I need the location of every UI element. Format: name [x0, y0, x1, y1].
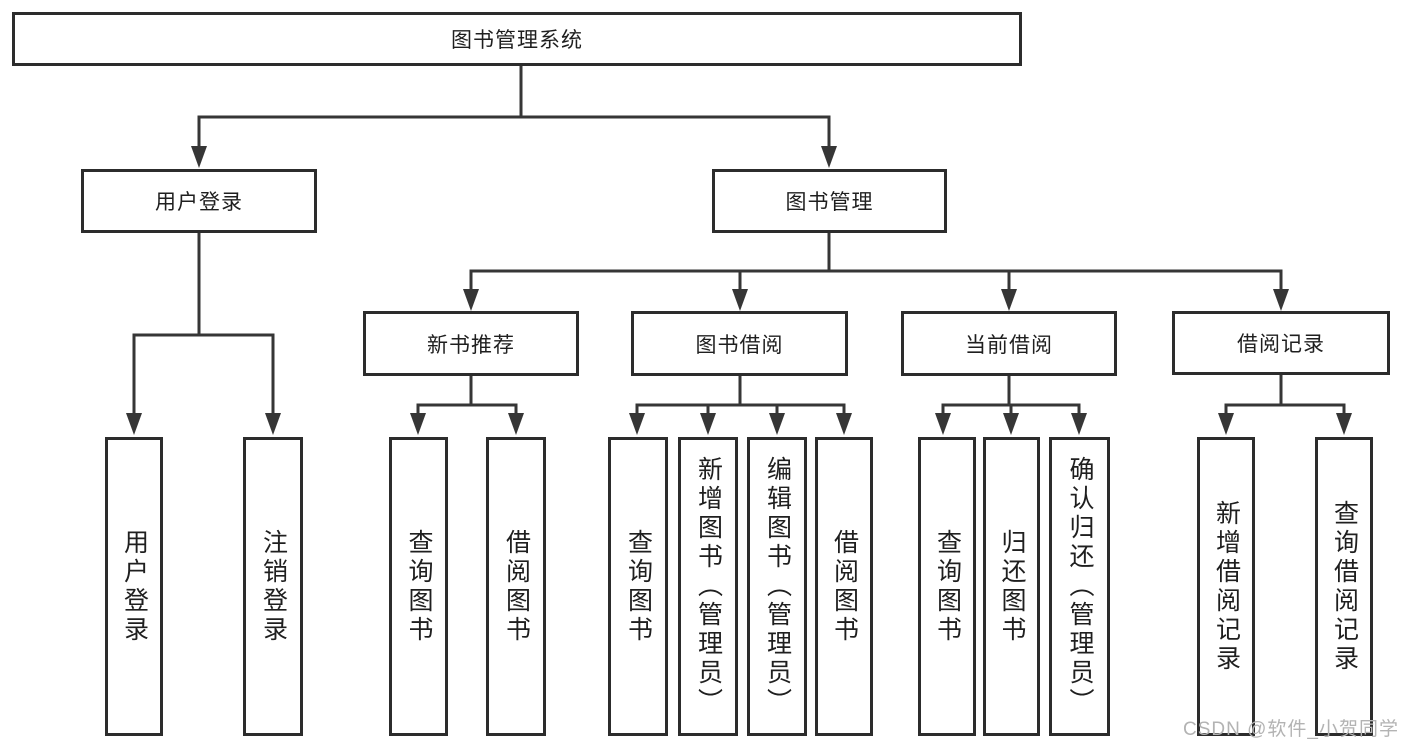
leaf-label: 查询图书	[933, 528, 962, 645]
leaf-edit-books-admin: 编辑图书（管理员）	[747, 437, 807, 736]
node-book-borrowing: 图书借阅	[631, 311, 848, 376]
node-library-system: 图书管理系统	[12, 12, 1022, 66]
leaf-borrow-books-1: 借阅图书	[486, 437, 546, 736]
leaf-label: 查询图书	[624, 528, 653, 645]
leaf-label: 新增借阅记录	[1212, 499, 1241, 674]
leaf-query-books-1: 查询图书	[389, 437, 448, 736]
leaf-label: 确认归还（管理员）	[1066, 456, 1094, 717]
node-borrow-records: 借阅记录	[1172, 311, 1390, 375]
node-user-login: 用户登录	[81, 169, 317, 233]
node-book-management: 图书管理	[712, 169, 947, 233]
node-current-borrowing: 当前借阅	[901, 311, 1117, 376]
leaf-label: 编辑图书（管理员）	[763, 456, 792, 717]
leaf-query-books-2: 查询图书	[608, 437, 668, 736]
leaf-add-borrow-record: 新增借阅记录	[1197, 437, 1255, 736]
leaf-confirm-return-admin: 确认归还（管理员）	[1049, 437, 1110, 736]
csdn-watermark: CSDN @软件_小贺同学	[1183, 719, 1399, 740]
leaf-return-books: 归还图书	[983, 437, 1040, 736]
leaf-label: 用户登录	[120, 528, 149, 645]
leaf-logout: 注销登录	[243, 437, 303, 736]
leaf-borrow-books-2: 借阅图书	[815, 437, 873, 736]
node-new-book-recommend: 新书推荐	[363, 311, 579, 376]
leaf-add-books-admin: 新增图书（管理员）	[678, 437, 738, 736]
leaf-label: 查询图书	[405, 528, 433, 645]
leaf-label: 借阅图书	[502, 528, 531, 645]
leaf-label: 借阅图书	[830, 528, 859, 645]
leaf-query-borrow-record: 查询借阅记录	[1315, 437, 1373, 736]
leaf-label: 新增图书（管理员）	[694, 456, 723, 717]
leaf-label: 查询借阅记录	[1330, 499, 1359, 674]
leaf-label: 注销登录	[259, 528, 288, 645]
leaf-user-login: 用户登录	[105, 437, 163, 736]
leaf-query-books-3: 查询图书	[918, 437, 976, 736]
leaf-label: 归还图书	[998, 528, 1026, 645]
